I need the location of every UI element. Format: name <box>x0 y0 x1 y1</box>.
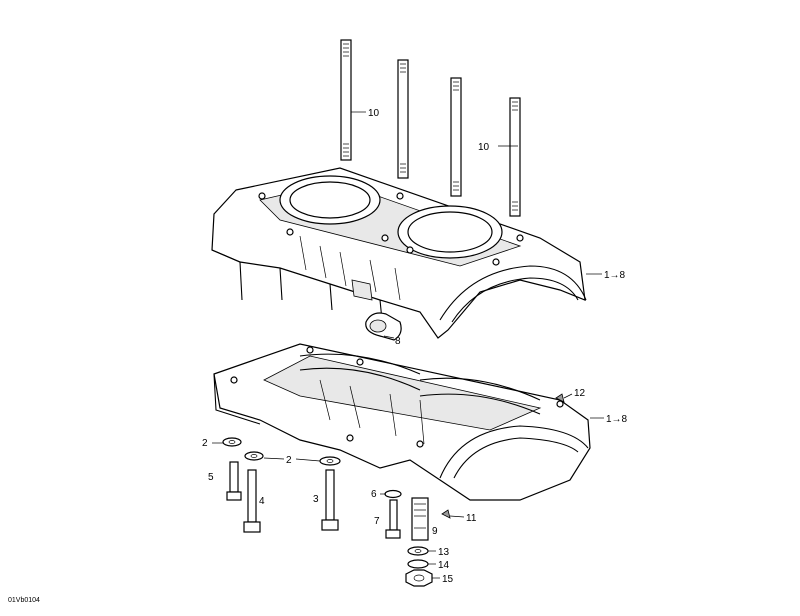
stud-9 <box>411 497 429 541</box>
stud-3 <box>450 77 462 197</box>
callout-10a: 10 <box>368 108 380 119</box>
bolt-4 <box>243 469 261 533</box>
stud-2 <box>397 59 409 179</box>
callout-10b: 10 <box>478 142 490 153</box>
upper-crankcase <box>211 167 587 339</box>
callout-2a: 2 <box>202 438 208 449</box>
callout-15: 15 <box>442 574 454 585</box>
callout-13: 13 <box>438 547 450 558</box>
stud-4 <box>509 97 521 217</box>
callout-9: 9 <box>432 526 438 537</box>
washer-13 <box>407 546 429 556</box>
callout-7: 7 <box>374 516 380 527</box>
pin-11 <box>441 509 451 519</box>
washer-2b <box>244 451 264 461</box>
washer-6 <box>384 489 402 499</box>
callout-2b: 2 <box>286 455 292 466</box>
stud-1 <box>340 39 352 161</box>
callout-1to8a: 1→8 <box>604 270 626 281</box>
callout-4: 4 <box>259 496 265 507</box>
callout-3: 3 <box>313 494 319 505</box>
leader-lines <box>212 111 604 579</box>
nut-15 <box>405 569 433 587</box>
washer-2a <box>222 437 242 447</box>
bolt-5 <box>226 461 242 501</box>
callout-11: 11 <box>466 513 477 524</box>
bolt-7 <box>385 499 401 539</box>
callout-14: 14 <box>438 560 450 571</box>
drawing-code: 01Vb0104 <box>8 597 40 604</box>
washer-14 <box>407 559 429 569</box>
callout-12: 12 <box>574 388 586 399</box>
callout-5: 5 <box>208 472 214 483</box>
pin-12 <box>555 393 565 403</box>
callout-1to8b: 1→8 <box>606 414 628 425</box>
bearing-8 <box>365 312 402 341</box>
washer-2c <box>319 456 341 466</box>
callout-6: 6 <box>371 489 377 500</box>
callout-8: 8 <box>395 336 401 347</box>
lower-crankcase <box>213 343 591 501</box>
bolt-3 <box>321 469 339 531</box>
